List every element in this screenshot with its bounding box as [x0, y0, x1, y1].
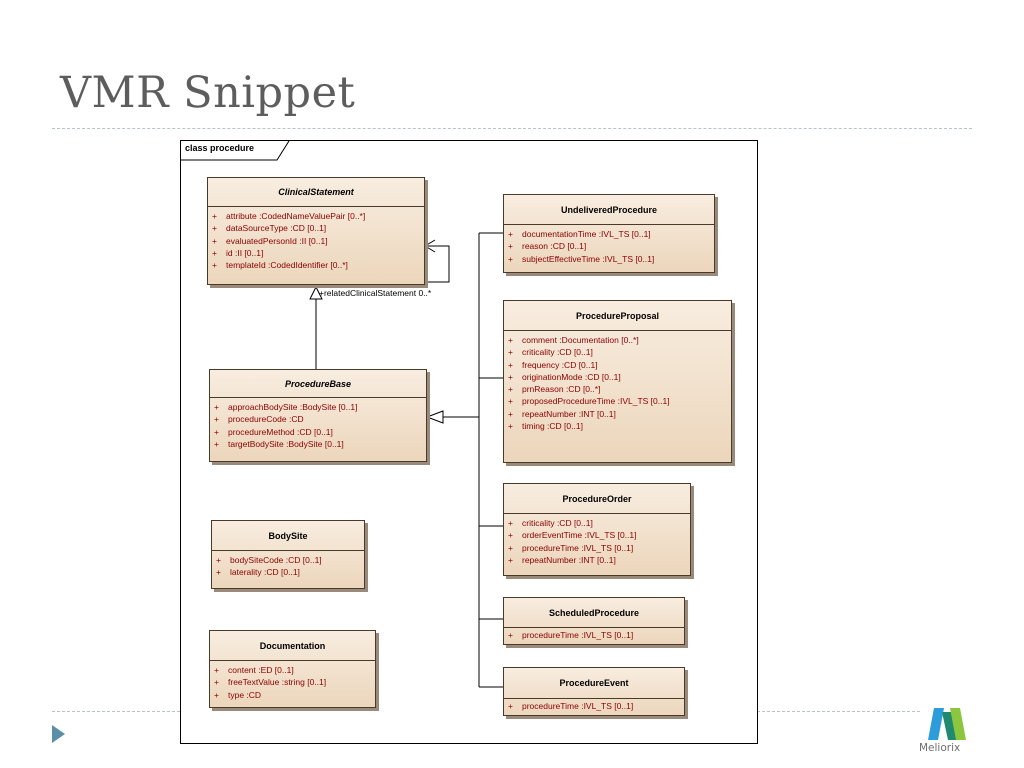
class-attribute: +dataSourceType :CD [0..1]: [212, 223, 327, 234]
class-attribute: +procedureTime :IVL_TS [0..1]: [508, 630, 634, 640]
class-attribute: +attribute :CodedNameValuePair [0..*]: [212, 211, 366, 221]
class-scheduled-procedure[interactable]: ScheduledProcedure +procedureTime :IVL_T…: [503, 597, 685, 645]
self-association-arrowhead: [424, 239, 436, 253]
class-attribute: +criticality :CD [0..1]: [508, 347, 593, 358]
logo-text: Meliorix: [919, 742, 961, 754]
class-attribute: +freeTextValue :string [0..1]: [214, 677, 327, 688]
class-attribute: +orderEventTime :IVL_TS [0..1]: [508, 530, 637, 541]
class-attribute: +proposedProcedureTime :IVL_TS [0..1]: [508, 396, 670, 407]
class-attribute: +timing :CD [0..1]: [508, 421, 583, 432]
class-attribute: +prnReason :CD [0..*]: [508, 384, 601, 395]
class-attribute: +documentationTime :IVL_TS [0..1]: [508, 229, 651, 239]
class-attribute: +approachBodySite :BodySite [0..1]: [214, 402, 358, 412]
class-attribute: +laterality :CD [0..1]: [216, 567, 300, 578]
class-name: ProcedureProposal: [504, 301, 731, 331]
class-body-site[interactable]: BodySite +bodySiteCode :CD [0..1] +later…: [211, 520, 365, 589]
class-name: ClinicalStatement: [208, 178, 424, 207]
class-attribute: +subjectEffectiveTime :IVL_TS [0..1]: [508, 253, 655, 264]
class-procedure-proposal[interactable]: ProcedureProposal +comment :Documentatio…: [503, 300, 732, 463]
class-procedure-base[interactable]: ProcedureBase +approachBodySite :BodySit…: [209, 369, 427, 462]
generalization-arrowhead: [309, 285, 323, 300]
class-undelivered-procedure[interactable]: UndeliveredProcedure +documentationTime …: [503, 194, 715, 273]
self-association-line: [425, 245, 450, 283]
class-attribute: +content :ED [0..1]: [214, 665, 294, 675]
meliorix-logo-icon: [928, 708, 966, 740]
class-attribute: +procedureMethod :CD [0..1]: [214, 426, 333, 437]
class-attribute: +reason :CD [0..1]: [508, 241, 587, 252]
diagram-connectors: [181, 141, 503, 688]
class-name: Documentation: [210, 631, 375, 661]
class-attribute: +originationMode :CD [0..1]: [508, 371, 621, 382]
class-attribute: +comment :Documentation [0..*]: [508, 335, 639, 345]
class-name: ScheduledProcedure: [504, 598, 684, 628]
uml-diagram-frame: class procedure +relatedClinicalStatemen…: [180, 140, 758, 744]
class-attribute: +type :CD: [214, 689, 262, 700]
slide-bullet-icon: [52, 725, 65, 743]
class-name: BodySite: [212, 521, 364, 551]
slide-title: VMR Snippet: [60, 68, 356, 118]
footer-divider-left: [52, 711, 180, 712]
class-attribute: +frequency :CD [0..1]: [508, 359, 598, 370]
class-procedure-event[interactable]: ProcedureEvent +procedureTime :IVL_TS [0…: [503, 667, 685, 716]
class-attribute: +id :II [0..1]: [212, 247, 264, 258]
class-procedure-order[interactable]: ProcedureOrder +criticality :CD [0..1] +…: [503, 483, 691, 576]
class-attribute: +procedureCode :CD: [214, 414, 304, 425]
class-attribute: +procedureTime :IVL_TS [0..1]: [508, 701, 634, 711]
footer-divider-right: [757, 711, 920, 712]
class-attribute: +targetBodySite :BodySite [0..1]: [214, 438, 344, 449]
class-name: ProcedureEvent: [504, 668, 684, 699]
association-label: +relatedClinicalStatement 0..*: [319, 288, 432, 298]
class-attribute: +templateId :CodedIdentifier [0..*]: [212, 260, 348, 271]
class-name: UndeliveredProcedure: [504, 195, 714, 225]
frame-label-tab: [181, 141, 290, 161]
class-attribute: +repeatNumber :INT [0..1]: [508, 408, 616, 419]
class-attribute: +procedureTime :IVL_TS [0..1]: [508, 542, 634, 553]
class-attribute: +evaluatedPersonId :II [0..1]: [212, 235, 328, 246]
class-attribute: +criticality :CD [0..1]: [508, 518, 593, 528]
frame-label: class procedure: [185, 143, 255, 153]
class-documentation[interactable]: Documentation +content :ED [0..1] +freeT…: [209, 630, 376, 708]
class-attribute: +bodySiteCode :CD [0..1]: [216, 555, 322, 565]
class-clinical-statement[interactable]: ClinicalStatement +attribute :CodedNameV…: [207, 177, 425, 285]
title-divider: [52, 128, 972, 129]
class-attribute: +repeatNumber :INT [0..1]: [508, 554, 616, 565]
class-name: ProcedureOrder: [504, 484, 690, 514]
inheritance-arrowhead: [425, 410, 444, 424]
class-name: ProcedureBase: [210, 370, 426, 398]
